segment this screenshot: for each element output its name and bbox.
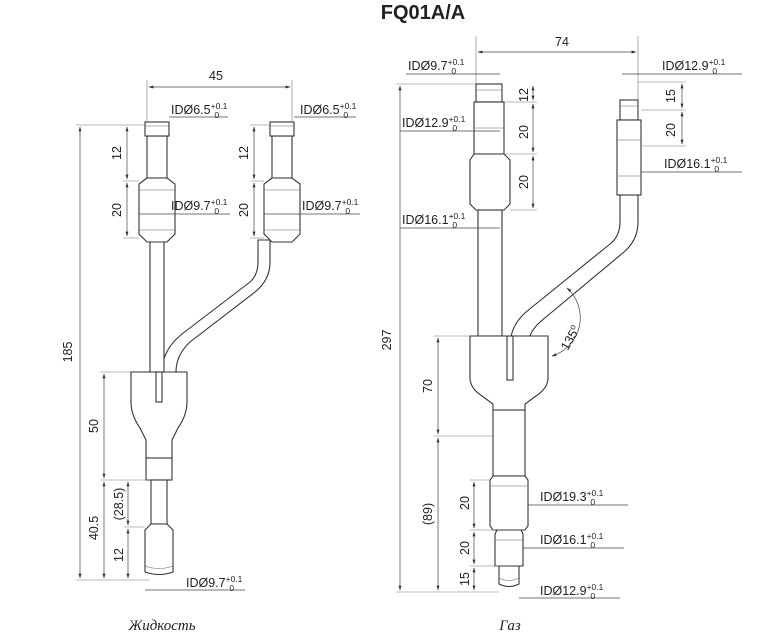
gas-right-branch-bend bbox=[509, 194, 639, 347]
gas-left-socket bbox=[469, 153, 511, 211]
gas-caption: Газ bbox=[498, 618, 521, 634]
gas-tail-upper bbox=[492, 409, 526, 477]
liquid-left-mid-dim: 20 bbox=[110, 203, 124, 217]
gas-dimensions: 74 297 12 20 20 15 20 135o 70 (89) bbox=[380, 35, 742, 601]
liquid-tail-dim: 40.5 bbox=[87, 516, 101, 540]
liquid-left-top-dim: 12 bbox=[110, 146, 124, 160]
liquid-tail-end-dim: 12 bbox=[112, 548, 126, 562]
gas-slot bbox=[506, 335, 514, 381]
gas-tail-b-dim: 20 bbox=[458, 541, 472, 555]
gas-body-dim: 70 bbox=[421, 379, 435, 393]
gas-tail-c-dim: 15 bbox=[458, 572, 472, 586]
gas-total-dim: 297 bbox=[380, 330, 394, 351]
liquid-left-tube bbox=[146, 135, 168, 179]
liquid-right-tube bbox=[271, 135, 293, 179]
gas-right-top-dim: 15 bbox=[664, 89, 678, 103]
gas-tail-a-dim: 20 bbox=[458, 496, 472, 510]
gas-tail-outlet bbox=[498, 565, 520, 588]
liquid-dimensions: 45 185 12 20 12 20 50 40.5 (28.5) 12 IDØ… bbox=[61, 69, 360, 593]
gas-right-stub bbox=[619, 99, 639, 121]
liquid-right-top-dim: 12 bbox=[237, 146, 251, 160]
gas-left-mid2-dim: 20 bbox=[517, 175, 531, 189]
liquid-width-dim: 45 bbox=[209, 69, 223, 83]
gas-left-branch bbox=[477, 209, 503, 337]
liquid-tail bbox=[150, 479, 168, 525]
liquid-joint bbox=[130, 121, 301, 576]
gas-left-stub bbox=[475, 83, 503, 103]
liquid-left-stub bbox=[144, 121, 170, 137]
liquid-left-branch bbox=[149, 239, 165, 373]
gas-left-mid1-dim: 20 bbox=[517, 125, 531, 139]
liquid-left-socket bbox=[138, 177, 176, 243]
gas-tail-socket-a bbox=[489, 475, 529, 531]
liquid-total-dim: 185 bbox=[61, 342, 75, 363]
gas-tail-socket-b bbox=[494, 529, 524, 567]
gas-left-top-dim: 12 bbox=[517, 88, 531, 102]
gas-right-tube bbox=[616, 119, 642, 196]
gas-width-dim: 74 bbox=[555, 35, 569, 49]
liquid-right-mid-dim: 20 bbox=[237, 203, 251, 217]
liquid-right-socket bbox=[263, 177, 301, 243]
gas-joint bbox=[469, 83, 642, 588]
liquid-slot bbox=[155, 371, 163, 403]
liquid-neck bbox=[145, 457, 173, 481]
liquid-tail-ref-dim: (28.5) bbox=[112, 488, 126, 521]
gas-right-mid-dim: 20 bbox=[664, 123, 678, 137]
liquid-body-dim: 50 bbox=[87, 419, 101, 433]
drawing-title: FQ01A/A bbox=[381, 2, 465, 24]
gas-tail-ref-dim: (89) bbox=[421, 503, 435, 525]
liquid-caption: Жидкость bbox=[127, 618, 195, 634]
liquid-outlet bbox=[144, 523, 174, 576]
liquid-right-branch-bend bbox=[161, 239, 271, 373]
liquid-right-stub bbox=[269, 121, 295, 137]
